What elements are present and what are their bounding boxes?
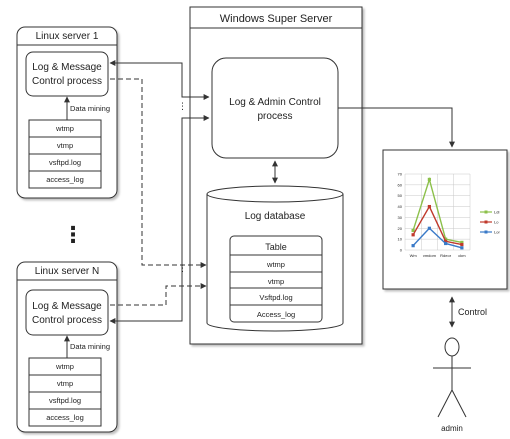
- chart-legend-label: Lor: [494, 230, 500, 235]
- log-database: Log database Table wtmp vtmp Vsftpd.log …: [206, 185, 344, 332]
- linux-server-n-log-table: wtmp vtmp vsftpd.log access_log: [28, 357, 102, 427]
- chart-series-line: [412, 227, 463, 249]
- admin-control-process: [211, 57, 339, 159]
- chart-x-tick-label: vmdom: [423, 253, 437, 258]
- chart-y-tick-label: 60: [398, 182, 403, 187]
- log-row: vtmp: [57, 141, 73, 150]
- table-title: Table: [265, 242, 287, 252]
- log-row: wtmp: [55, 124, 74, 133]
- connector-dots: ⋮: [178, 263, 187, 273]
- chart-y-tick-label: 40: [398, 204, 403, 209]
- log-row: wtmp: [55, 362, 74, 371]
- linux-server-1-process-line1: Log & Message: [32, 62, 102, 73]
- chart-y-tick-label: 70: [398, 172, 403, 177]
- linux-server-1-log-table: wtmp vtmp vsftpd.log access_log: [28, 119, 102, 189]
- connector-dots: ⋮: [178, 101, 187, 111]
- linux-server-1-process-line2: Control process: [32, 76, 102, 87]
- log-row: vtmp: [57, 379, 73, 388]
- chart-x-tick-label: Rdeor: [440, 253, 452, 258]
- log-database-label: Log database: [245, 211, 306, 222]
- table-row: vtmp: [268, 277, 284, 286]
- chart-point: [460, 246, 464, 250]
- chart-point: [444, 241, 448, 246]
- chart-series-line: [412, 176, 463, 244]
- table-row: Vsftpd.log: [259, 293, 292, 302]
- log-row: access_log: [46, 175, 84, 184]
- chart-point: [444, 237, 448, 241]
- chart-point: [460, 242, 464, 247]
- linux-server-n-title: Linux server N: [35, 266, 99, 277]
- chart-y-tick-label: 50: [398, 193, 403, 198]
- admin-control-process-line1: Log & Admin Control: [229, 97, 321, 108]
- log-row: vsftpd.log: [49, 158, 81, 167]
- chart-legend-label: Lo: [494, 220, 499, 225]
- chart-legend-marker: [484, 210, 488, 214]
- chart-y-tick-label: 20: [398, 226, 403, 231]
- server-ellipsis: ⋮: [62, 222, 84, 247]
- chart-point: [427, 177, 431, 182]
- linux-server-1: Linux server 1 Log & Message Control pro…: [16, 26, 118, 199]
- chart-point: [427, 226, 431, 230]
- chart-point: [444, 239, 448, 243]
- linux-server-n-data-mining: Data mining: [70, 342, 110, 351]
- linux-server-n: Linux server N Log & Message Control pro…: [16, 261, 118, 433]
- chart-point: [411, 233, 415, 237]
- windows-super-server: Windows Super Server Log & Admin Control…: [189, 6, 363, 345]
- table-row: Access_log: [257, 310, 295, 319]
- chart-point: [460, 240, 464, 244]
- admin-person-icon: [433, 337, 471, 418]
- control-label: Control: [458, 307, 487, 317]
- admin-label: admin: [441, 424, 463, 433]
- chart-legend-marker: [484, 220, 488, 224]
- chart-series-line: [412, 205, 463, 246]
- log-row: access_log: [46, 413, 84, 422]
- chart-point: [427, 204, 431, 209]
- connectors: [109, 60, 455, 328]
- linux-server-n-process-line2: Control process: [32, 315, 102, 326]
- chart-x-tick-label: ckm: [458, 253, 466, 258]
- chart-point: [411, 244, 415, 248]
- windows-server-title: Windows Super Server: [220, 13, 333, 25]
- log-row: vsftpd.log: [49, 396, 81, 405]
- database-table: Table wtmp vtmp Vsftpd.log Access_log: [229, 235, 323, 323]
- chart-legend-marker: [484, 230, 488, 234]
- chart-y-tick-label: 30: [398, 215, 403, 220]
- linux-server-n-process: [25, 289, 109, 336]
- chart-legend-label: Ldl: [494, 210, 499, 215]
- linux-server-1-process: [25, 51, 109, 97]
- chart-y-tick-label: 10: [398, 237, 403, 242]
- linux-server-1-data-mining: Data mining: [70, 104, 110, 113]
- admin-control-process-line2: process: [257, 111, 292, 122]
- linux-server-1-title: Linux server 1: [36, 31, 99, 42]
- chart-point: [411, 228, 415, 233]
- chart-x-tick-label: Wm: [410, 253, 418, 258]
- linux-server-n-process-line1: Log & Message: [32, 301, 102, 312]
- table-row: wtmp: [266, 260, 285, 269]
- chart-y-tick-label: 0: [400, 248, 403, 253]
